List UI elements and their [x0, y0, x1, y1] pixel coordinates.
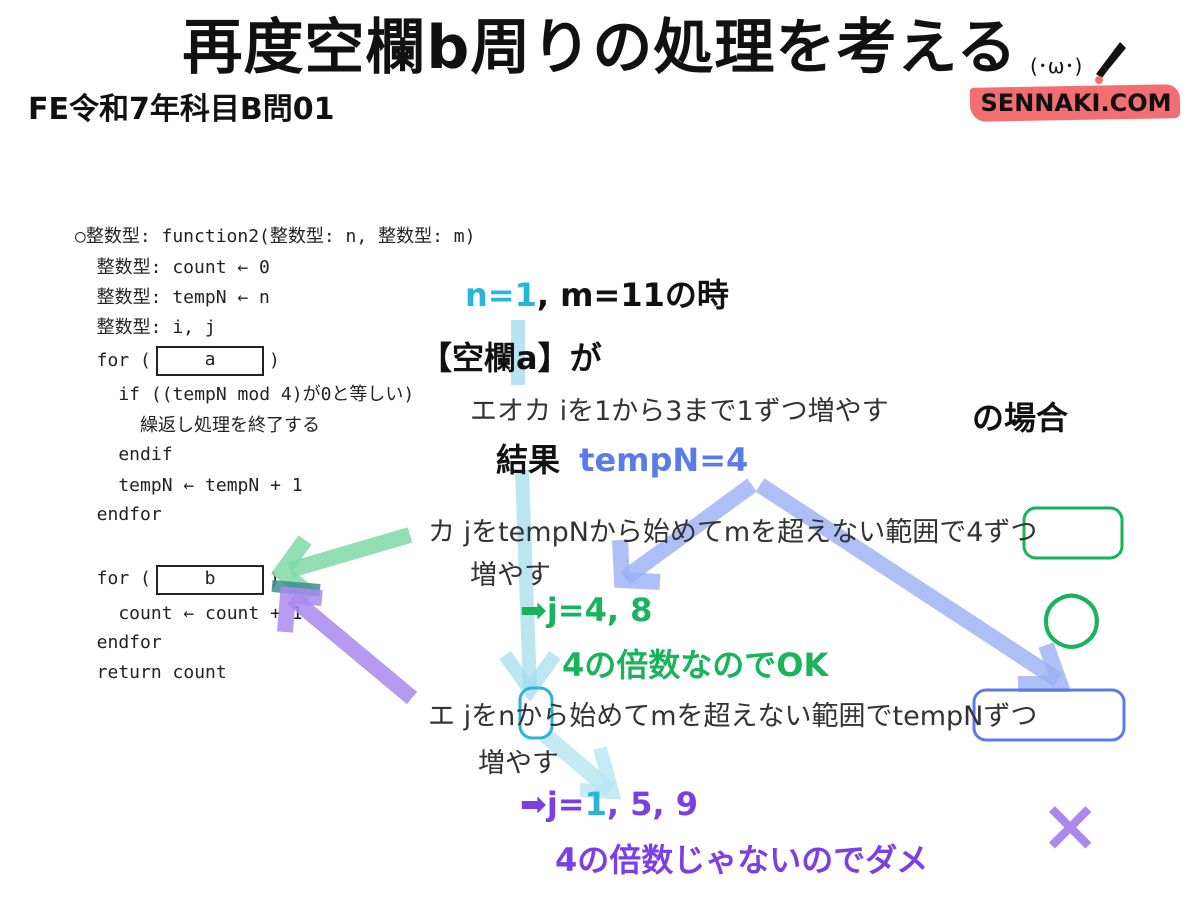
code-line-endfor-2: endfor [75, 632, 162, 653]
ka-arrow-icon: ➡ [520, 591, 547, 629]
blank-a-box: a [156, 346, 264, 376]
option-ka-line1: カ jをtempNから始めてmを超えない範囲で [428, 517, 967, 548]
ok-circle-icon: ○ [1040, 573, 1103, 657]
option-ka-line2: 増やす [470, 560, 551, 591]
option-e-line2: 増やす [478, 748, 559, 779]
logo-face: (･ω･) [1030, 54, 1083, 78]
code-line-count: count ← count + 1 [75, 603, 303, 624]
code-line-incr: tempN ← tempN + 1 [75, 475, 303, 496]
site-logo: SENNAKI.COM (･ω･) [960, 40, 1190, 130]
case-rest: , m=11の時 [536, 276, 729, 314]
case-n: n=1 [465, 276, 537, 314]
cyan-arrow-head [499, 650, 561, 703]
option-e: エ jをnから始めてmを超えない範囲でtempNずつ [428, 697, 1037, 737]
option-a-text: エオカ iを1から3まで1ずつ増やす [470, 396, 889, 427]
ka-reason: 4の倍数なのでOK [562, 646, 829, 684]
blank-b-box: b [156, 565, 264, 595]
e-result-line: ➡j=1, 5, 9 [520, 784, 698, 824]
option-e-mid: から始めてmを超えない範囲で [515, 701, 893, 732]
logo-text: SENNAKI.COM [980, 89, 1172, 117]
e-result-one: 1 [584, 785, 607, 823]
code-line-4: 整数型: i, j [75, 317, 216, 338]
e-arrow-icon: ➡ [520, 785, 547, 823]
e-result-prefix: j= [546, 785, 585, 823]
code-line-for-b: for ( [75, 568, 151, 589]
ka-result-line: ➡j=4, 8 [520, 590, 652, 630]
blank-a-close-paren: ) [269, 350, 280, 371]
code-line-return: return count [75, 662, 227, 683]
option-e-prefix: エ jを [428, 701, 499, 732]
option-ka-highlight: 4ずつ [966, 517, 1038, 548]
e-reason: 4の倍数じゃないのでダメ [555, 841, 929, 879]
code-line-endfor-1: endfor [75, 504, 162, 525]
ka-result: j=4, 8 [546, 591, 653, 629]
code-line-3: 整数型: tempN ← n [75, 287, 270, 308]
green-arrow-head [271, 535, 317, 603]
result-label: 結果 [496, 441, 561, 479]
code-line-break: 繰返し処理を終了する [75, 415, 321, 436]
ng-cross-icon: × [1040, 783, 1101, 867]
result-line: 結果 tempN=4 [496, 440, 748, 480]
case-condition: n=1, m=11の時 [465, 275, 729, 315]
highlight-4zutsu [1022, 506, 1124, 560]
code-line-1: ○整数型: function2(整数型: n, 整数型: m) [75, 226, 476, 247]
option-e-n: n [498, 701, 516, 732]
page-subtitle: FE令和7年科目B問01 [28, 92, 335, 127]
code-line-2: 整数型: count ← 0 [75, 257, 270, 278]
purple-arrow [286, 591, 418, 705]
option-ka: カ jをtempNから始めてmを超えない範囲で4ずつ [428, 513, 1037, 553]
page-title: 再度空欄b周りの処理を考える [182, 13, 1018, 83]
option-a-suffix: の場合 [972, 399, 1069, 437]
blank-b-close-paren: ) [269, 569, 280, 590]
code-line-for-a: for ( [75, 350, 151, 371]
code-line-endif: endif [75, 444, 173, 465]
result-value: tempN=4 [579, 441, 749, 479]
e-result-rest: , 5, 9 [606, 785, 698, 823]
blank-a-label: 【空欄a】が [420, 339, 602, 377]
code-line-if: if ((tempN mod 4)が0と等しい) [75, 384, 415, 405]
green-arrow [287, 527, 413, 578]
option-e-highlight: tempNずつ [892, 701, 1038, 732]
brush-icon [1095, 42, 1126, 84]
